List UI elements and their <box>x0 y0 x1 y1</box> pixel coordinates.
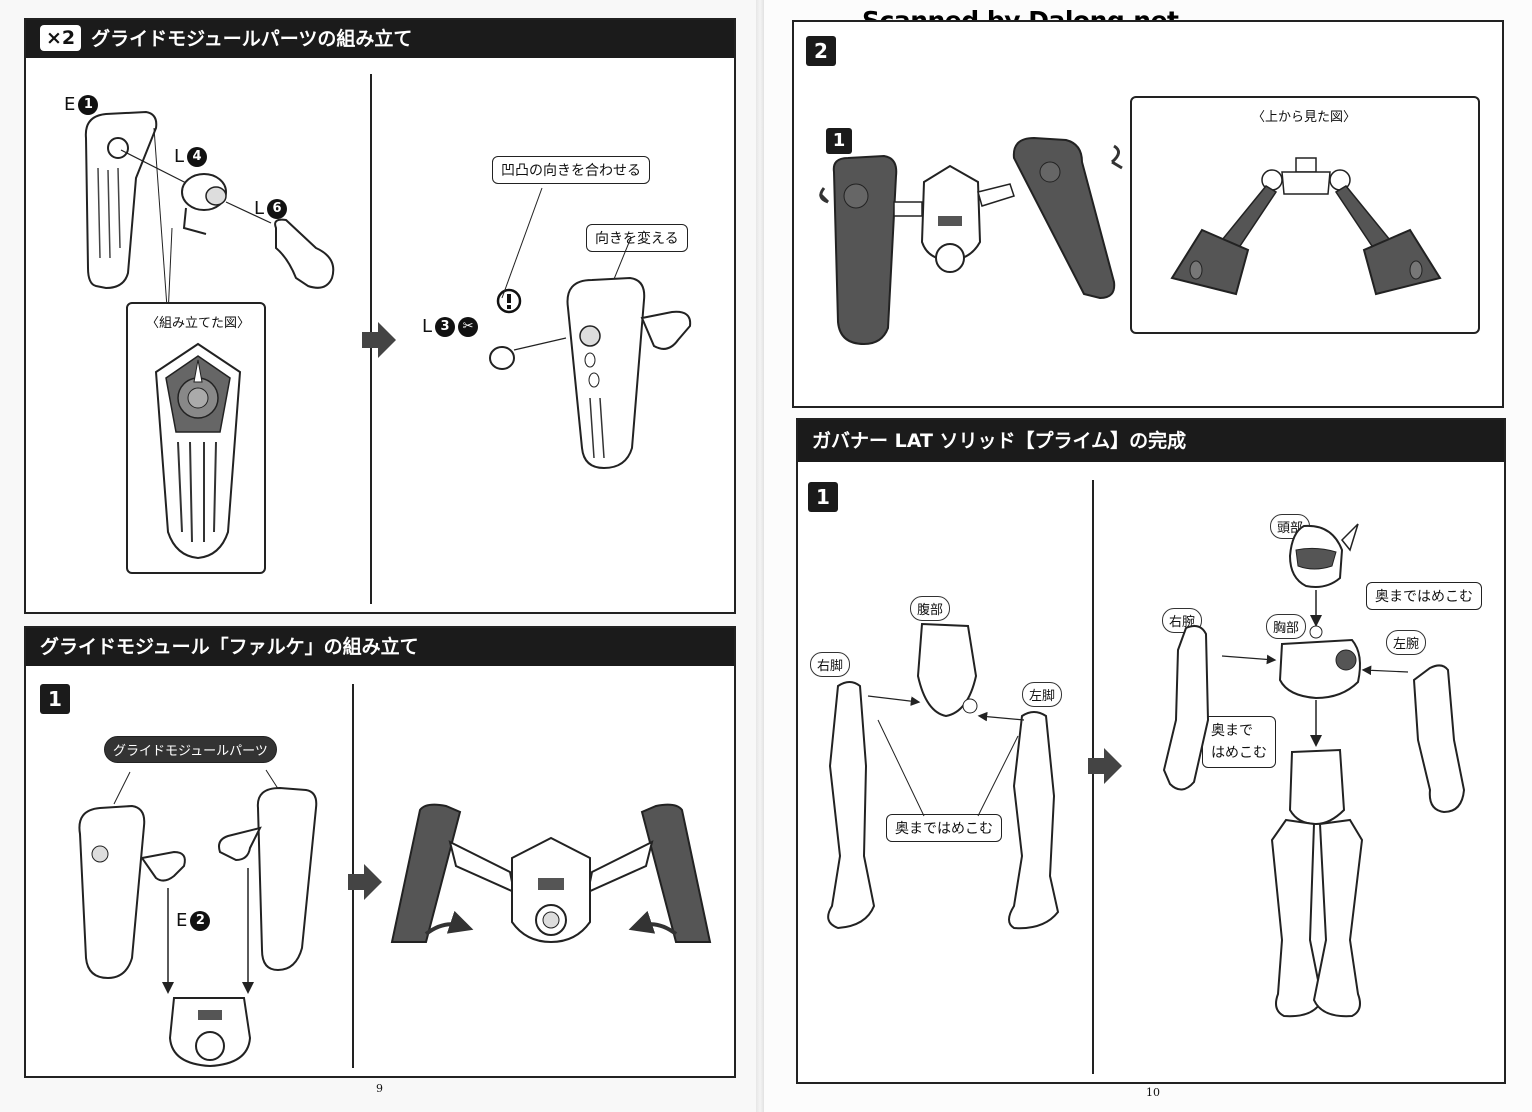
glide-part-exploded-drawing <box>84 110 335 405</box>
step-number: 1 <box>808 482 838 512</box>
flow-arrow <box>1088 748 1122 784</box>
step-number: 2 <box>806 36 836 66</box>
falke-attached-drawing <box>818 136 1123 346</box>
callout-push-in-legs: 奥まではめこむ <box>886 814 1002 842</box>
exclamation-icon <box>496 288 522 314</box>
assembled-part-drawing <box>154 342 242 560</box>
callout-push-in-body: 奥まで はめこむ <box>1202 716 1276 768</box>
label-right-leg: 右脚 <box>810 652 851 677</box>
top-view-inset: 〈上から見た図〉 <box>1130 96 1480 334</box>
section-title: グライドモジュールパーツの組み立て <box>91 28 413 50</box>
callout-align-grooves: 凹凸の向きを合わせる <box>492 156 650 184</box>
full-figure-drawing <box>1162 523 1466 1018</box>
multiplier-badge: ×2 <box>40 24 82 51</box>
label-chest: 胸部 <box>1266 614 1307 639</box>
label-left-arm: 左腕 <box>1386 630 1427 655</box>
glide-module-parts-label: グライドモジュールパーツ <box>104 736 277 763</box>
top-view-drawing <box>1170 157 1442 296</box>
label-right-arm: 右腕 <box>1162 608 1203 633</box>
flow-arrow <box>362 322 396 358</box>
step2-panel: 2 1 〈上から見た図〉 <box>792 20 1504 408</box>
glide-part-with-pin-drawing <box>489 187 692 470</box>
section-header: グライドモジュール「ファルケ」の組み立て <box>26 628 734 666</box>
sub-step-number: 1 <box>826 128 852 154</box>
step-divider <box>1092 480 1094 1074</box>
section-header: ガバナー LAT ソリッド【プライム】の完成 <box>798 420 1504 462</box>
assembled-view-inset: 〈組み立てた図〉 <box>126 302 266 574</box>
knife-icon: ✂ <box>458 316 479 337</box>
page-number-left: 9 <box>376 1082 383 1095</box>
page-number-right: 10 <box>1146 1086 1160 1099</box>
flow-arrow <box>348 864 382 900</box>
legs-abdomen-drawing <box>827 622 1060 930</box>
step-number: 1 <box>40 684 70 714</box>
label-left-leg: 左脚 <box>1022 682 1063 707</box>
section-header: ×2 グライドモジュールパーツの組み立て <box>26 20 734 58</box>
callout-change-direction: 向きを変える <box>586 224 688 252</box>
book-spine <box>756 0 764 1112</box>
assembled-view-label: 〈組み立てた図〉 <box>146 316 251 331</box>
callout-push-in-head: 奥まではめこむ <box>1366 582 1482 610</box>
completion-panel: ガバナー LAT ソリッド【プライム】の完成 1 腹部 右脚 左脚 奥まではめこ… <box>796 418 1506 1084</box>
label-abdomen: 腹部 <box>910 596 951 621</box>
falke-assembled-drawing <box>390 803 712 944</box>
falke-exploded-drawing <box>78 769 318 1068</box>
top-view-label: 〈上から見た図〉 <box>1252 110 1357 125</box>
